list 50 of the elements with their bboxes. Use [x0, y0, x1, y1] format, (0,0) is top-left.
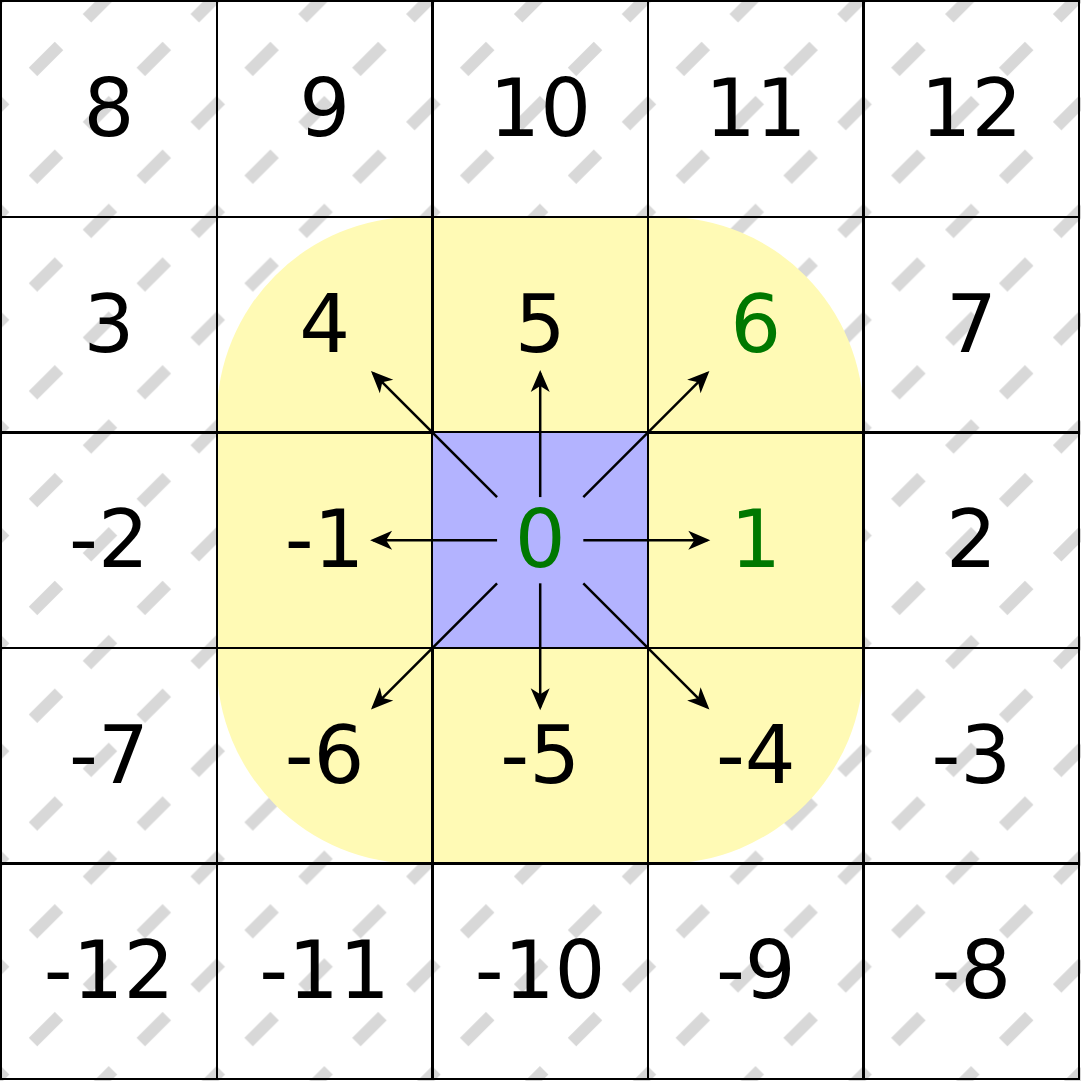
grid-cell — [0, 215, 218, 434]
grid-cell — [646, 862, 865, 1081]
arrow — [530, 583, 550, 711]
grid-cell — [862, 0, 1081, 218]
cell-number: -10 — [474, 931, 606, 1012]
cell-number: -12 — [43, 931, 175, 1012]
cell-number: -5 — [500, 715, 581, 796]
cell-number: -8 — [931, 931, 1012, 1012]
arrow — [370, 530, 498, 550]
grid-cell — [215, 646, 434, 865]
cell-number: -4 — [715, 715, 796, 796]
arrow — [583, 530, 711, 550]
cell-number: -6 — [284, 715, 365, 796]
center-cell — [431, 431, 650, 650]
grid-cell — [431, 862, 650, 1081]
cell-number: 0 — [514, 500, 566, 581]
grid-cell — [431, 0, 650, 218]
grid-cell — [0, 862, 218, 1081]
cell-number: -1 — [284, 500, 365, 581]
arrow — [530, 370, 550, 498]
grid-cell — [215, 0, 434, 218]
cell-number: 9 — [299, 69, 351, 149]
grid-cell — [0, 0, 218, 218]
grid-cell — [862, 646, 1081, 865]
cell-number: -11 — [259, 931, 390, 1012]
cell-number: -7 — [69, 715, 149, 796]
grid-cell — [862, 215, 1081, 434]
grid-cell — [646, 646, 865, 865]
cell-number: 6 — [730, 284, 782, 365]
cell-number: 11 — [704, 69, 807, 149]
grid-cell — [646, 215, 865, 434]
cell-number: 12 — [920, 69, 1023, 149]
grid-cell — [215, 862, 434, 1081]
cell-number: -2 — [69, 500, 149, 581]
grid-cell — [0, 646, 218, 865]
cell-number: 4 — [299, 284, 351, 365]
grid-cell — [215, 215, 434, 434]
grid-cell — [646, 0, 865, 218]
grid-cell — [862, 431, 1081, 650]
grid-cell — [0, 431, 218, 650]
cell-number: 5 — [514, 284, 566, 365]
cell-number: 7 — [945, 284, 997, 365]
cell-number: 2 — [945, 500, 997, 581]
cell-number: 1 — [730, 500, 782, 581]
cell-number: 10 — [489, 69, 592, 149]
cell-number: 3 — [83, 284, 135, 365]
cell-number: 8 — [83, 69, 135, 149]
cell-number: -3 — [931, 715, 1012, 796]
cell-number: -9 — [715, 931, 796, 1012]
grid-cell — [862, 862, 1081, 1081]
